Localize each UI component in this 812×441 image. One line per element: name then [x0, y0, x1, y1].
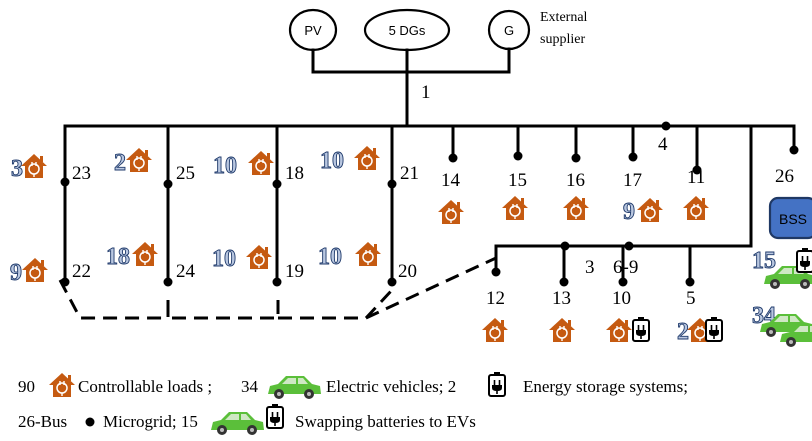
bus-label: 12: [486, 288, 505, 309]
bus-label: 10: [612, 288, 631, 309]
legend-microgrid-prefix: 26-Bus: [18, 412, 67, 431]
multiplier-label: 10: [212, 246, 236, 272]
bus-label: 15: [508, 170, 527, 191]
bus-node-legend-icon: [85, 417, 95, 427]
dgs-label: 5 DGs: [389, 23, 426, 38]
multiplier-label: 9: [623, 199, 635, 225]
grid-label: G: [504, 23, 514, 38]
house-icon: [437, 199, 465, 225]
external-supplier-line1: External: [540, 10, 588, 25]
bus-label: 22: [72, 261, 91, 282]
bus-label: 24: [176, 261, 196, 282]
bus-label: 21: [400, 163, 419, 184]
battery-icon: [632, 316, 650, 342]
source-dgs: 5 DGs: [363, 8, 451, 52]
legend-energy-storage: Energy storage systems;: [523, 377, 688, 396]
bus-nodes: [60, 121, 799, 287]
legend-ev-count: 34: [241, 377, 259, 396]
bus-label: 19: [285, 261, 304, 282]
house-icon: [21, 257, 49, 283]
tie-lines: [58, 256, 497, 320]
bus-label: 5: [686, 288, 696, 309]
bus-label: 14: [441, 170, 461, 191]
house-icon: [354, 241, 382, 267]
house-icon: [48, 372, 76, 398]
legend-microgrid: Microgrid; 15: [103, 412, 198, 431]
house-icon: [481, 317, 509, 343]
source-pv: PV: [288, 8, 338, 52]
load-multipliers: 3 2 10 10 9 18 10 10 9 2 15 34: [10, 148, 777, 346]
house-icon: [247, 150, 275, 176]
bss-label: BSS: [779, 211, 807, 227]
external-supplier-line2: supplier: [540, 32, 585, 47]
bus-label: 11: [687, 167, 705, 188]
house-icon: [682, 195, 710, 221]
multiplier-label: 10: [318, 244, 342, 270]
feeder-lines: [63, 47, 796, 284]
bus-label: 3: [585, 257, 595, 278]
electric-vehicle-icon: [211, 412, 264, 435]
multiplier-label: 15: [752, 248, 776, 274]
battery-icon: [266, 403, 284, 429]
legend-controllable-loads: Controllable loads ;: [78, 377, 212, 396]
bss-station: BSS: [768, 196, 812, 240]
house-icon: [605, 317, 633, 343]
bus-label: 4: [658, 134, 668, 155]
bus-label: 16: [566, 170, 585, 191]
bus-label: 6-9: [613, 257, 638, 278]
battery-icon: [705, 316, 723, 342]
bus-labels: 1 23 25 18 21 14 15 16 17 4 11 26 22 24 …: [72, 82, 794, 309]
multiplier-label: 18: [106, 244, 130, 270]
house-icon: [125, 147, 153, 173]
house-icon: [548, 317, 576, 343]
multiplier-label: 10: [213, 153, 237, 179]
bus-label: 20: [398, 261, 417, 282]
multiplier-label: 2: [677, 319, 689, 345]
legend-swapping: Swapping batteries to EVs: [295, 412, 476, 431]
legend: 90 Controllable loads ; 34 Electric vehi…: [18, 371, 688, 435]
multiplier-label: 10: [320, 148, 344, 174]
legend-electric-vehicles: Electric vehicles; 2: [326, 377, 456, 396]
source-grid: G: [487, 9, 531, 51]
house-icon: [131, 241, 159, 267]
house-icon: [20, 153, 48, 179]
house-icon: [353, 145, 381, 171]
bus-label: 13: [552, 288, 571, 309]
multiplier-label: 2: [114, 150, 126, 176]
battery-icon: [488, 371, 506, 397]
multiplier-label: 3: [11, 156, 23, 182]
bus-label: 26: [775, 166, 794, 187]
house-icon: [562, 195, 590, 221]
pv-label: PV: [304, 23, 322, 38]
legend-load-count: 90: [18, 377, 35, 396]
house-icon: [501, 195, 529, 221]
multiplier-label: 9: [10, 260, 22, 286]
house-icon: [636, 197, 664, 223]
battery-icon: [796, 247, 812, 273]
bus-label: 23: [72, 163, 91, 184]
bus-label: 1: [421, 82, 431, 103]
bus-label: 25: [176, 163, 195, 184]
bus-label: 18: [285, 163, 304, 184]
bus-label: 17: [623, 170, 642, 191]
house-icon: [245, 244, 273, 270]
electric-vehicle-icon: [268, 376, 321, 399]
